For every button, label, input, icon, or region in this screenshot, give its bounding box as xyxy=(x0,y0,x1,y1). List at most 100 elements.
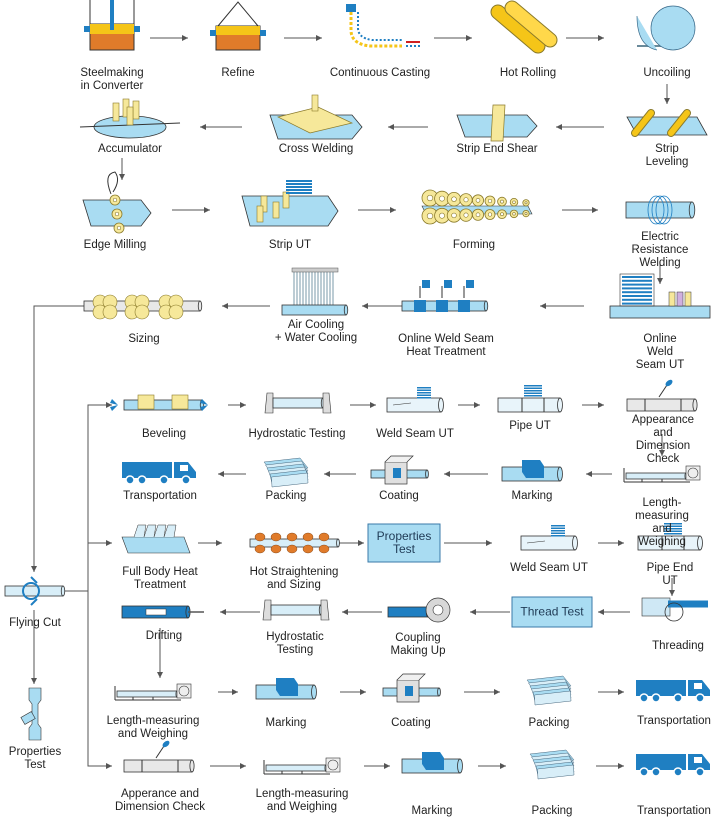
packing2-label: Packing xyxy=(528,717,570,729)
refine-label: Refine xyxy=(221,67,255,79)
lmw2-label: Length-measuring and Weighing xyxy=(106,715,200,740)
cooling-bed-icon xyxy=(281,267,349,316)
drifting-label: Drifting xyxy=(145,630,183,642)
hotrolling-label: Hot Rolling xyxy=(499,67,557,79)
coating1-label: Coating xyxy=(379,490,419,502)
beveling-icon xyxy=(110,394,208,411)
threadtest-box xyxy=(511,596,593,628)
wsut1-label: Weld Seam UT xyxy=(376,428,454,440)
pipeut-label: Pipe UT xyxy=(509,420,551,432)
edge-milling-icon xyxy=(82,171,152,234)
appear1-label: Appearance and Dimension Check xyxy=(631,414,695,465)
pipe-ut-icon xyxy=(497,385,563,413)
coupling-icon xyxy=(387,597,451,623)
marking1-label: Marking xyxy=(511,490,553,502)
marking2-label: Marking xyxy=(265,717,307,729)
tensile-specimen-icon xyxy=(20,687,42,741)
straightening-rolls-icon xyxy=(249,532,340,554)
truck-icon xyxy=(636,754,710,777)
flow-arrow-sizing-flyingcut xyxy=(31,305,84,572)
cooling-label: Air Cooling + Water Cooling xyxy=(274,319,358,344)
threading-icon xyxy=(641,597,708,622)
coating2-label: Coating xyxy=(391,717,431,729)
hydrostatic-icon xyxy=(264,392,332,414)
sizing-label: Sizing xyxy=(128,333,160,345)
packing1-label: Packing xyxy=(265,490,307,502)
truck-icon xyxy=(122,462,196,485)
transport1-label: Transportation xyxy=(123,490,197,502)
furnace-icon xyxy=(121,524,191,554)
weighing-icon xyxy=(114,683,192,701)
packing3-label: Packing xyxy=(531,805,573,817)
strip-ut-icon xyxy=(241,180,339,227)
lmw1-label: Length-measuring and Weighing xyxy=(635,497,689,548)
flow-arrow-flyingcut-beveling xyxy=(60,402,112,592)
erw-coil-icon xyxy=(625,195,696,225)
casting-label: Continuous Casting xyxy=(329,67,431,79)
rolls-icon xyxy=(490,0,558,54)
coating-icon xyxy=(382,673,441,703)
flying-cut-icon xyxy=(4,576,66,606)
weighing-icon xyxy=(623,465,701,483)
forming-rolls-icon xyxy=(421,189,533,225)
marking3-label: Marking xyxy=(411,805,453,817)
stripUT-label: Strip UT xyxy=(268,239,312,251)
steelmaking-label: Steelmaking in Converter xyxy=(80,67,144,92)
shear-icon xyxy=(456,104,538,142)
sizing-rolls-icon xyxy=(83,294,203,320)
drift-icon xyxy=(121,605,204,619)
coating-icon xyxy=(370,455,429,485)
threading-label: Threading xyxy=(652,640,704,652)
accumulator-label: Accumulator xyxy=(98,143,162,155)
pipe-bundle-icon xyxy=(263,457,309,488)
pipe-bundle-icon xyxy=(529,749,575,780)
wsut2-label: Weld Seam UT xyxy=(510,562,588,574)
converter-icon xyxy=(84,0,140,51)
weighing-icon xyxy=(263,757,341,775)
truck-icon xyxy=(636,680,710,703)
heattreat-label: Online Weld Seam Heat Treatment xyxy=(398,333,494,358)
online-ut-icon xyxy=(609,273,711,319)
appear2-label: Apperance and Dimension Check xyxy=(114,788,206,813)
forming-label: Forming xyxy=(452,239,496,251)
inspection-icon xyxy=(626,379,698,412)
induction-heating-icon xyxy=(401,280,489,312)
hydrostatic-icon xyxy=(262,599,330,621)
flyingcut-label: Flying Cut xyxy=(9,617,61,629)
fullheat-label: Full Body Heat Treatment xyxy=(122,566,198,591)
transport3-label: Transportation xyxy=(637,805,711,817)
proptest1-label: Properties Test xyxy=(8,746,62,771)
uncoiling-label: Uncoiling xyxy=(643,67,691,79)
threadtest-label: Thread Test xyxy=(520,604,584,619)
pipeendut-label: Pipe End UT xyxy=(646,562,694,587)
strip-leveling-icon xyxy=(626,109,708,137)
lmw3-label: Length-measuring and Weighing xyxy=(255,788,349,813)
leveling-label: Strip Leveling xyxy=(645,143,689,168)
crossweld-label: Cross Welding xyxy=(278,143,354,155)
accumulator-icon xyxy=(79,98,181,139)
proptest2-label: Properties Test xyxy=(376,529,432,556)
ladle-icon xyxy=(210,1,266,51)
edgemill-label: Edge Milling xyxy=(83,239,147,251)
hotstraight-label: Hot Straightening and Sizing xyxy=(249,566,339,591)
transport2-label: Transportation xyxy=(637,715,711,727)
coupling-label: Coupling Making Up xyxy=(390,632,446,657)
marking-icon xyxy=(401,752,463,774)
onlineUT-label: Online Weld Seam UT xyxy=(635,333,685,371)
hydro2-label: Hydrostatic Testing xyxy=(266,631,324,656)
beveling-label: Beveling xyxy=(141,428,187,440)
proptest2-box xyxy=(367,523,441,563)
flow-arrow-flyingcut-appear2 xyxy=(87,591,112,769)
marking-icon xyxy=(501,460,563,482)
erw-label: Electric Resistance Welding xyxy=(631,231,689,269)
marking-icon xyxy=(255,678,317,700)
pipe-bundle-icon xyxy=(526,675,572,706)
hydro1-label: Hydrostatic Testing xyxy=(248,428,346,440)
continuous-casting-icon xyxy=(346,4,420,48)
cross-welding-icon xyxy=(269,94,363,140)
coil-icon xyxy=(636,5,696,51)
pipe-ut-icon xyxy=(637,523,703,551)
weld-seam-ut-icon xyxy=(520,525,578,551)
